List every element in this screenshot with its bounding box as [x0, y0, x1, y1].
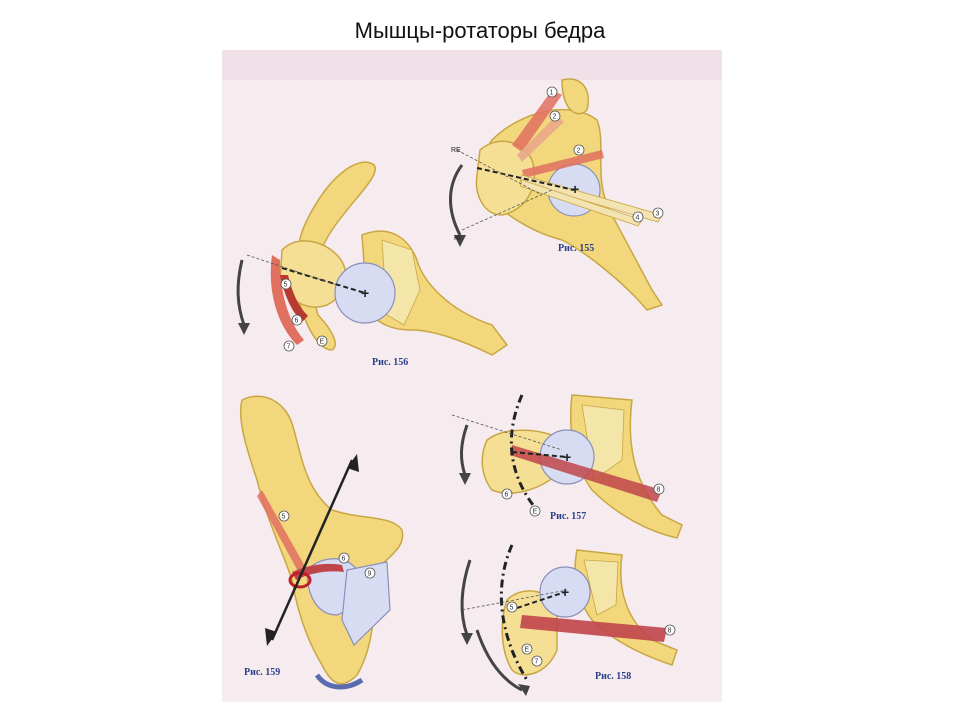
fig155-marker-2b: 2	[577, 148, 581, 155]
fig159-caption: Рис. 159	[244, 667, 281, 678]
fig155-ri-line	[461, 189, 553, 231]
fig157-arrowhead	[459, 473, 471, 485]
anatomy-illustrations: + RE RI 1 2 2 3 4	[222, 50, 722, 696]
fig158-muscle-8	[520, 615, 667, 642]
fig156-marker-e: E	[320, 339, 325, 346]
fig156-rotation-arrow	[236, 259, 246, 326]
fig156-marker-6: 6	[295, 318, 299, 325]
fig155-muscle-2b	[522, 150, 604, 178]
fig159-red-ring	[288, 571, 312, 589]
fig159-muscle-9-area	[341, 561, 391, 647]
anatomy-plate: + RE RI 1 2 2 3 4	[222, 50, 722, 702]
fig159-rotation-band	[314, 673, 364, 690]
fig155-marker-1: 1	[550, 90, 554, 97]
fig155-marker-4: 4	[636, 215, 640, 222]
fig157-marker-8: 8	[657, 487, 661, 494]
figure-158: + 5 E 7 8	[460, 544, 678, 696]
fig158-axis-line	[516, 591, 566, 609]
fig159-marker-6: 6	[342, 556, 346, 563]
fig158-marker-8: 8	[668, 628, 672, 635]
fig157-marker-6: 6	[505, 492, 509, 499]
fig158-marker-e: E	[525, 647, 530, 654]
fig156-ref-line	[246, 254, 338, 286]
fig155-caption: Рис. 155	[558, 243, 595, 254]
fig157-markers: 6 E 8	[501, 483, 665, 517]
fig156-caption: Рис. 156	[372, 357, 409, 368]
fig158-marker-7: 7	[535, 659, 539, 666]
fig158-center-mark: +	[561, 584, 569, 600]
fig155-muscle-1	[512, 90, 562, 152]
fig158-ref-line	[461, 589, 568, 611]
fig158-caption: Рис. 158	[595, 671, 632, 682]
fig157-dashdot-arc	[509, 394, 539, 511]
fig158-arrowhead-1	[461, 633, 473, 645]
figure-156: + 5 6 7 E	[236, 161, 509, 356]
fig158-greater-trochanter	[501, 590, 558, 676]
fig159-arrowhead-up	[347, 454, 359, 472]
fig159-axis-line	[270, 459, 354, 641]
fig155-greater-trochanter	[475, 140, 536, 216]
fig156-muscle-7	[270, 255, 304, 345]
fig156-marker-5: 5	[284, 282, 288, 289]
fig155-label-ri: RI	[454, 235, 461, 242]
fig157-marker-e: E	[533, 509, 538, 516]
fig156-markers: 5 6 7 E	[280, 278, 328, 352]
slide-title: Мышцы-ротаторы бедра	[354, 18, 606, 43]
fig155-label-re: RE	[451, 147, 461, 154]
fig155-arrowhead	[454, 235, 466, 247]
figure-155: + RE RI 1 2 2 3 4	[449, 78, 664, 311]
fig155-rotation-arrow	[449, 164, 464, 236]
fig158-markers: 5 E 7 8	[506, 601, 676, 667]
fig157-caption: Рис. 157	[550, 511, 587, 522]
figure-159: 5 6 9	[239, 395, 404, 690]
fig157-ref-line	[451, 414, 563, 451]
fig155-muscle-2a	[517, 115, 564, 162]
fig156-center-mark: +	[361, 285, 369, 301]
fig155-axis-line	[476, 167, 575, 191]
fig155-marker-3: 3	[656, 211, 660, 218]
fig155-markers: 1 2 2 3 4	[546, 86, 664, 223]
fig158-spongy-bone	[583, 559, 619, 616]
figure-157: + 6 E 8	[451, 394, 683, 539]
fig156-femoral-head	[334, 262, 396, 324]
fig155-center-mark: +	[571, 181, 579, 197]
fig156-arrowhead	[238, 323, 250, 335]
fig158-arrowhead-2	[518, 684, 530, 696]
fig159-arrowhead-down	[265, 628, 277, 646]
fig159-muscle-5	[257, 490, 307, 575]
fig157-muscle-8	[510, 445, 662, 502]
fig155-marker-2a: 2	[553, 114, 557, 121]
fig156-marker-7: 7	[287, 344, 291, 351]
fig157-rotation-arrow	[460, 424, 469, 476]
fig159-markers: 5 6 9	[278, 510, 376, 579]
plate-header-band	[222, 50, 722, 80]
fig155-iliac-crest	[561, 78, 589, 115]
fig158-marker-5: 5	[510, 605, 514, 612]
fig158-rotation-arrow-1	[460, 559, 472, 636]
fig158-rotation-arrow-2	[475, 629, 523, 692]
fig159-pelvis	[239, 395, 404, 685]
fig157-center-mark: +	[563, 449, 571, 465]
fig157-axis-line	[511, 451, 568, 458]
fig159-marker-5: 5	[282, 514, 286, 521]
fig155-re-line	[456, 149, 543, 196]
fig159-marker-9: 9	[368, 571, 372, 578]
